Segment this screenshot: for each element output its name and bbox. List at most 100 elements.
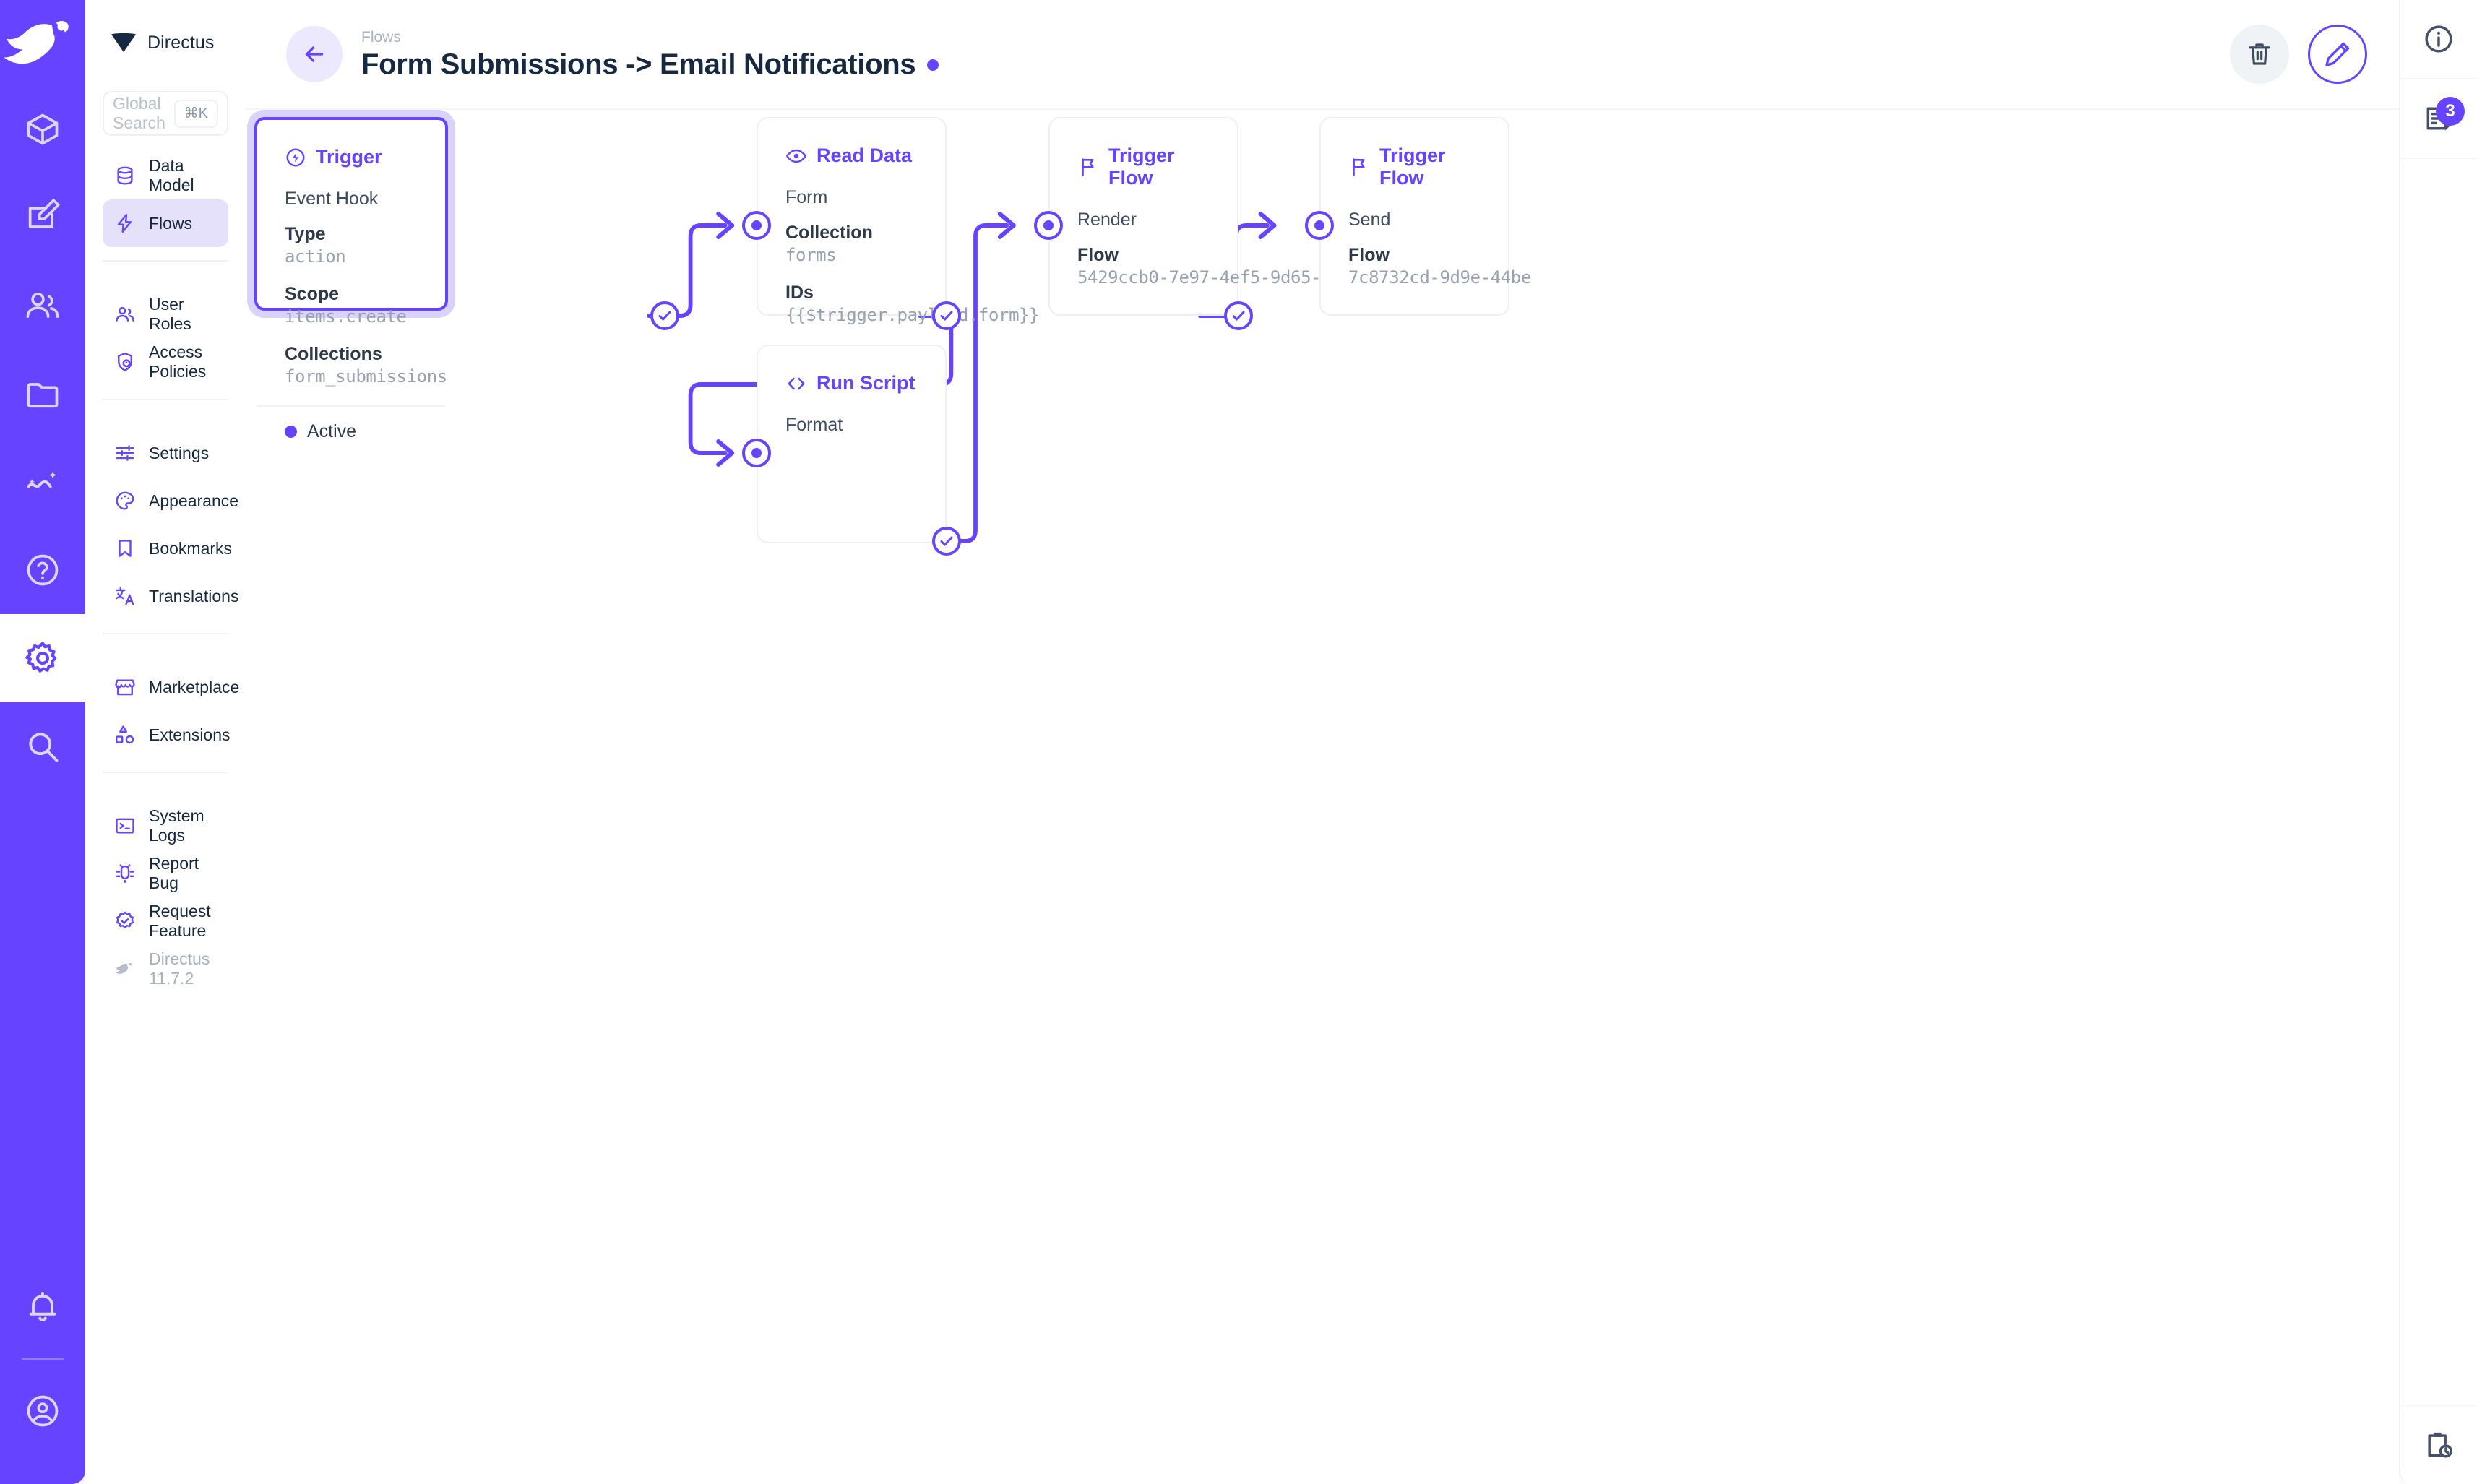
sidebar-item-marketplace[interactable]: Marketplace Beta [103, 663, 303, 711]
page-header: Flows Form Submissions -> Email Notifica… [246, 0, 2399, 110]
logs-badge: 3 [2436, 97, 2465, 126]
port-read-data-input[interactable] [742, 211, 771, 240]
help-circle-icon[interactable] [0, 526, 85, 614]
field-key: Type [285, 224, 326, 244]
sidebar-item-label: System Logs [149, 806, 204, 845]
field-key: Collections [285, 344, 382, 364]
sidebar-divider [103, 399, 228, 400]
nav-group-extensions: Marketplace Beta Extensions [85, 663, 303, 759]
database-icon [114, 165, 136, 186]
sidebar-item-settings[interactable]: Settings [103, 429, 228, 477]
page-title: Form Submissions -> Email Notifications [361, 48, 916, 81]
search-placeholder: Global Search [113, 94, 165, 132]
flow-edges [647, 212, 1277, 543]
node-type-label: Trigger Flow [1077, 144, 1210, 189]
gear-icon[interactable] [0, 614, 85, 702]
port-run-script-resolve[interactable] [932, 527, 961, 556]
flow-node-trigger-flow-render[interactable]: Trigger Flow Render Flow 5429ccb0-7e97-4… [1048, 117, 1352, 316]
sidebar-item-appearance[interactable]: Appearance [103, 477, 238, 525]
sidebar-item-bookmarks[interactable]: Bookmarks [103, 525, 232, 572]
back-button[interactable] [286, 26, 343, 82]
node-type-label: Read Data [785, 144, 918, 167]
global-search-input[interactable]: Global Search ⌘K [103, 91, 228, 136]
port-trigger-resolve[interactable] [650, 301, 679, 330]
flow-node-read-data[interactable]: Read Data Form Collection forms IDs {{$t… [757, 117, 1040, 325]
project-logo-icon [111, 33, 136, 52]
sidebar-item-label: Appearance [149, 491, 239, 510]
account-circle-icon[interactable] [0, 1367, 85, 1455]
activity-button[interactable] [2400, 1405, 2477, 1484]
sidebar-divider [103, 633, 228, 634]
sidebar-item-translations[interactable]: Translations [103, 572, 238, 620]
sidebar-item-version: Directus 11.7.2 [103, 945, 228, 993]
flow-node-trigger-flow-send[interactable]: Trigger Flow Send Flow 7c8732cd-9d9e-44b… [1319, 117, 1531, 316]
rail-divider [22, 1358, 64, 1360]
sidebar-item-label: Marketplace [149, 677, 240, 696]
port-read-data-resolve[interactable] [932, 301, 961, 330]
field-key: Flow [1077, 245, 1119, 265]
shapes-icon [114, 724, 136, 746]
node-operation-name: Render [1077, 210, 1137, 230]
insights-icon[interactable] [0, 438, 85, 526]
nav-group-content: Data Model Flows [85, 152, 246, 247]
sidebar-item-label: Request Feature [149, 902, 211, 940]
node-operation-name: Event Hook [285, 189, 379, 209]
field-key: Collection [785, 223, 873, 243]
field-value: form_submissions [285, 366, 447, 387]
bookmark-icon [114, 538, 136, 559]
people-icon [114, 303, 136, 325]
edit-flow-button[interactable] [2308, 25, 2367, 84]
sidebar-item-request-feature[interactable]: Request Feature [103, 897, 228, 945]
port-trigger-flow-render-resolve[interactable] [1224, 301, 1253, 330]
delete-flow-button[interactable] [2230, 25, 2289, 84]
field-value: items.create [285, 306, 407, 327]
translate-icon [114, 585, 136, 607]
sidebar-item-label: Bookmarks [149, 538, 233, 558]
header-actions [2230, 25, 2367, 84]
port-trigger-flow-send-input[interactable] [1305, 211, 1334, 240]
field-value: forms [785, 245, 837, 265]
bell-icon[interactable] [0, 1263, 85, 1351]
field-value: {{$trigger.payload.form}} [785, 305, 1040, 325]
sidebar-item-user-roles[interactable]: User Roles [103, 290, 228, 338]
status-dot [927, 59, 939, 71]
flow-node-run-script[interactable]: Run Script Format [757, 345, 947, 543]
sidebar-item-extensions[interactable]: Extensions [103, 711, 231, 759]
eye-icon [785, 145, 807, 167]
breadcrumb[interactable]: Flows [361, 28, 401, 46]
sidebar-item-label: Data Model [149, 156, 194, 194]
port-dot [751, 448, 762, 458]
field-value: 5429ccb0-7e97-4ef5-9d65-2b… [1077, 267, 1352, 288]
bolt-circle-icon [285, 147, 306, 168]
nav-group-settings: Settings Appearance Bookmarks Translatio… [85, 429, 246, 620]
port-trigger-flow-render-input[interactable] [1034, 211, 1063, 240]
sidebar-item-access-policies[interactable]: Access Policies [103, 338, 228, 386]
sidebar-item-flows[interactable]: Flows [103, 199, 228, 247]
logs-button[interactable]: 3 [2400, 79, 2477, 159]
port-dot [1314, 220, 1324, 230]
folder-icon[interactable] [0, 350, 85, 438]
node-type-label: Trigger Flow [1348, 144, 1481, 189]
nav-group-users: User Roles Access Policies [85, 290, 246, 386]
node-type-text: Trigger Flow [1379, 144, 1446, 189]
trigger-status-label: Active [307, 421, 357, 441]
directus-logo-icon[interactable] [0, 0, 85, 85]
sidebar-item-system-logs[interactable]: System Logs [103, 802, 228, 850]
sidebar-item-report-bug[interactable]: Report Bug [103, 850, 228, 897]
search-shortcut-key: ⌘K [173, 99, 218, 128]
trigger-status: Active [257, 405, 445, 458]
sidebar-item-data-model[interactable]: Data Model [103, 152, 228, 199]
flow-canvas[interactable]: Trigger Event Hook Type action Scope ite… [246, 110, 2399, 1484]
box-icon[interactable] [0, 85, 85, 173]
field-value: 7c8732cd-9d9e-44be [1348, 267, 1531, 288]
sidebar-item-label: User Roles [149, 295, 191, 333]
flow-node-trigger[interactable]: Trigger Event Hook Type action Scope ite… [254, 117, 448, 441]
search-icon[interactable] [0, 702, 85, 790]
info-button[interactable] [2400, 0, 2477, 79]
port-run-script-input[interactable] [742, 439, 771, 467]
edit-square-icon[interactable] [0, 173, 85, 262]
field-key: Scope [285, 284, 340, 304]
users-icon[interactable] [0, 262, 85, 350]
sidebar-item-label: Access Policies [149, 342, 207, 381]
